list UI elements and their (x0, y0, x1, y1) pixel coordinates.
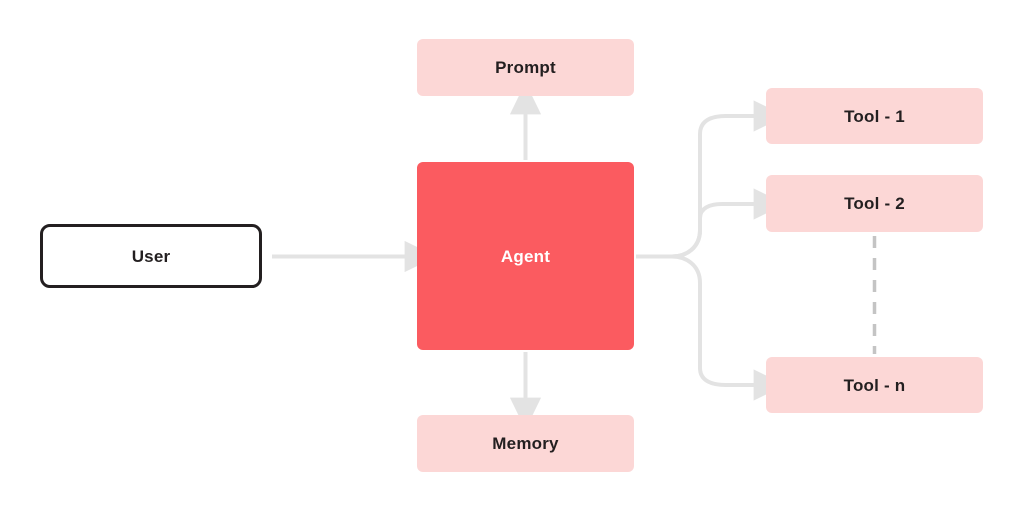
node-tool-n-label: Tool - n (843, 375, 906, 395)
node-user[interactable]: User (40, 224, 262, 288)
node-memory[interactable]: Memory (417, 415, 634, 472)
node-tool-2[interactable]: Tool - 2 (766, 175, 983, 232)
node-prompt[interactable]: Prompt (417, 39, 634, 96)
connector-agent-to-tool-2 (671, 188, 786, 259)
node-user-label: User (131, 246, 171, 266)
node-agent[interactable]: Agent (417, 162, 634, 350)
node-tool-2-label: Tool - 2 (844, 194, 905, 213)
node-tool-1[interactable]: Tool - 1 (766, 88, 983, 144)
node-memory-label: Memory (492, 434, 559, 453)
connector-agent-to-tool-n (671, 254, 786, 401)
node-tool-n[interactable]: Tool - n (766, 357, 983, 413)
node-agent-label: Agent (500, 246, 551, 266)
connector-agent-to-tool-1 (671, 100, 786, 259)
node-tool-1-label: Tool - 1 (844, 106, 905, 126)
node-prompt-label: Prompt (495, 58, 556, 77)
